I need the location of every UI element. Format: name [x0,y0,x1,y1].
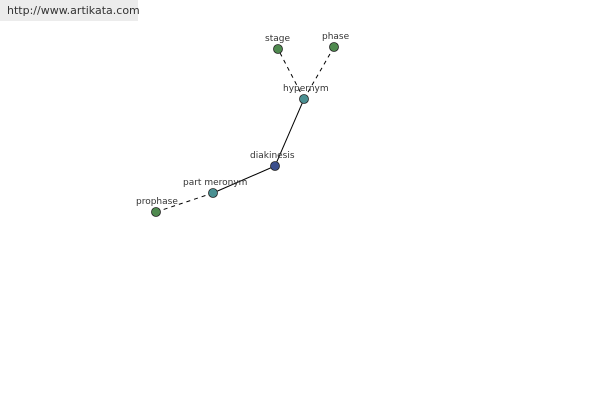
edge-part-meronym-prophase [155,192,214,213]
node-prophase-dot[interactable] [151,207,161,217]
node-hypernym[interactable]: hypernym [283,84,329,104]
node-part-meronym-label[interactable]: part meronym [183,178,247,188]
edge-hypernym-stage [277,48,305,100]
node-part-meronym-dot[interactable] [208,188,218,198]
node-hypernym-label[interactable]: hypernym [283,84,329,94]
watermark-url[interactable]: http://www.artikata.com [7,4,140,17]
node-phase-label[interactable]: phase [322,32,350,42]
node-diakinesis-dot[interactable] [270,161,280,171]
edge-diakinesis-hypernym [274,98,305,167]
edge-hypernym-phase [303,46,335,100]
node-stage-label[interactable]: stage [265,34,290,44]
node-hypernym-dot[interactable] [299,94,309,104]
graph-edges [155,46,335,213]
node-part-meronym[interactable]: part meronym [183,178,247,198]
node-diakinesis[interactable]: diakinesis [250,151,295,171]
node-stage[interactable]: stage [265,34,290,54]
node-phase[interactable]: phase [322,32,350,52]
node-diakinesis-label[interactable]: diakinesis [250,151,295,161]
node-prophase[interactable]: prophase [136,197,178,217]
node-phase-dot[interactable] [329,42,339,52]
watermark-bar: http://www.artikata.com [0,0,140,21]
node-prophase-label[interactable]: prophase [136,197,178,207]
edge-diakinesis-part-meronym [212,165,276,194]
graph-nodes: diakinesis hypernym part meronym stage phase… [136,32,350,217]
node-stage-dot[interactable] [273,44,283,54]
